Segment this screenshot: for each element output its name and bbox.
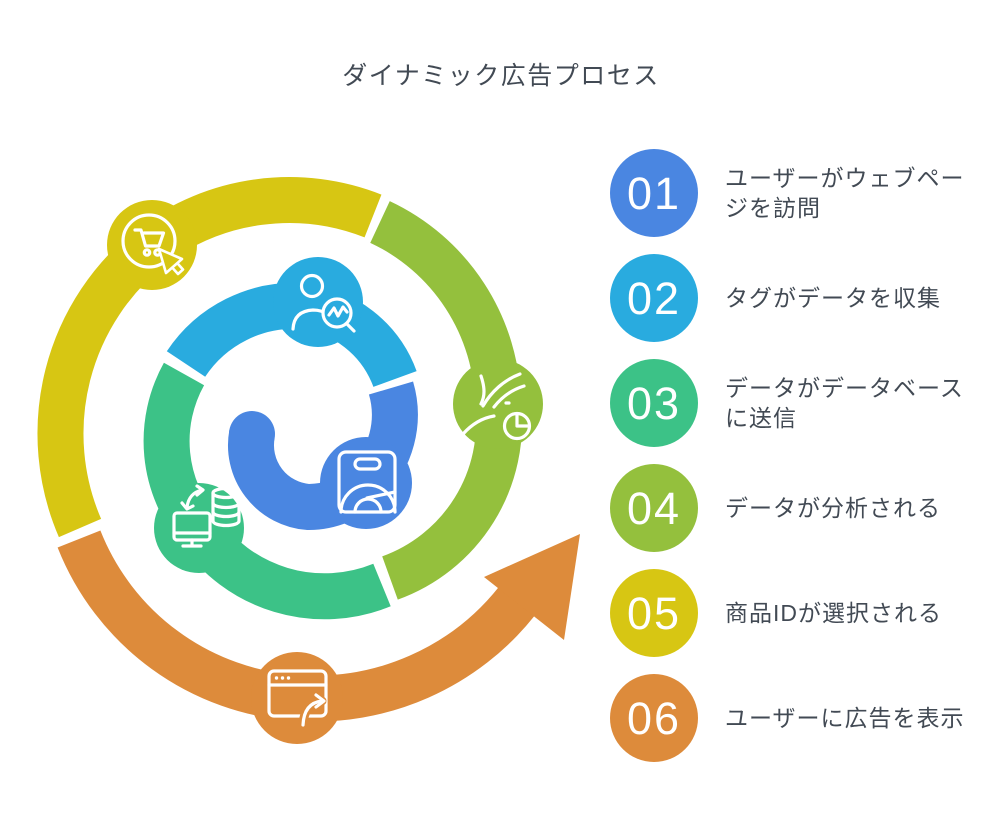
step-number-badge: 03 <box>610 359 698 447</box>
step-list: 01 ユーザーがウェブページを訪問 02 タグがデータを収集 03 データがデー… <box>610 149 977 762</box>
spiral-start-cap <box>229 411 275 457</box>
step-number: 02 <box>626 272 682 324</box>
cart-cursor-icon <box>121 213 185 276</box>
step-row-04: 04 データが分析される <box>610 464 977 552</box>
process-spiral <box>37 177 580 744</box>
step-label: タグがデータを収集 <box>725 285 941 311</box>
step-number-badge: 02 <box>610 254 698 342</box>
data-flow-pie-icon <box>461 372 532 441</box>
bulge-step-03 <box>154 483 244 573</box>
step-label: 商品IDが選択される <box>725 600 942 626</box>
step-number: 04 <box>626 482 682 534</box>
step-row-02: 02 タグがデータを収集 <box>610 254 977 342</box>
user-search-icon <box>291 273 356 333</box>
spiral-arrowhead-icon <box>484 534 580 640</box>
step-number-badge: 04 <box>610 464 698 552</box>
spiral-svg <box>37 177 580 744</box>
step-label: ユーザーに広告を表示 <box>725 705 965 731</box>
bulge-step-06 <box>251 652 343 744</box>
step-row-06: 06 ユーザーに広告を表示 <box>610 674 977 762</box>
step-number: 03 <box>626 377 682 429</box>
step-number-badge: 06 <box>610 674 698 762</box>
browser-arrow-icon <box>267 669 328 730</box>
step-number-badge: 01 <box>610 149 698 237</box>
step-label: データがデータベースに送信 <box>725 375 964 431</box>
step-number: 05 <box>626 587 682 639</box>
step-number: 06 <box>626 692 682 744</box>
page-title: ダイナミック広告プロセス <box>342 62 660 90</box>
bulge-step-02 <box>273 257 363 347</box>
monitor-database-sync-icon <box>172 484 241 548</box>
step-row-05: 05 商品IDが選択される <box>610 569 977 657</box>
step-number: 01 <box>626 167 682 219</box>
step-row-03: 03 データがデータベースに送信 <box>610 359 977 447</box>
shopping-bag-icon <box>337 450 397 514</box>
step-label: データが分析される <box>725 495 941 521</box>
step-row-01: 01 ユーザーがウェブページを訪問 <box>610 149 977 237</box>
step-label: ユーザーがウェブページを訪問 <box>725 165 965 221</box>
step-number-badge: 05 <box>610 569 698 657</box>
